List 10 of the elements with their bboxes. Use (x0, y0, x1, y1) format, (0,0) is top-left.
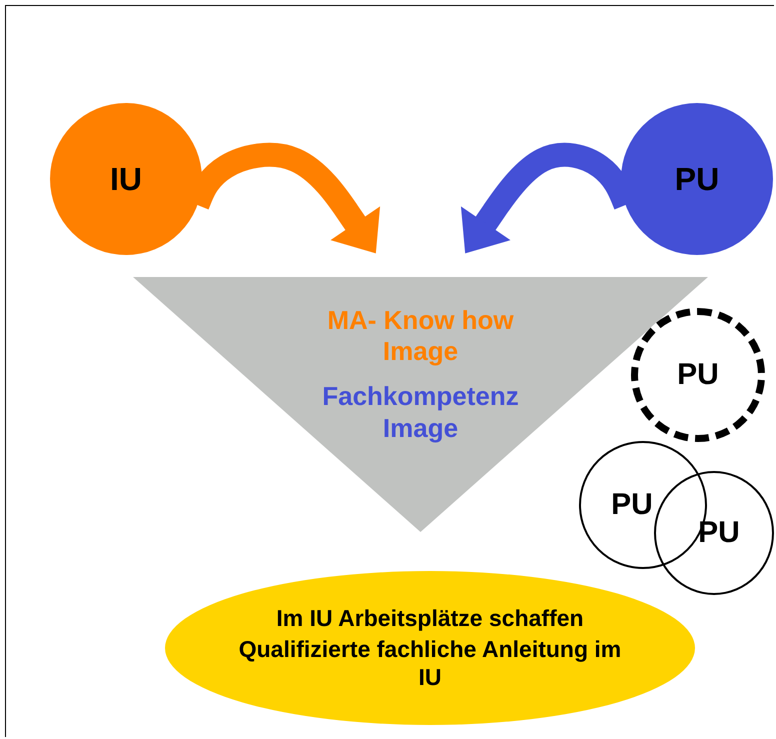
label-text: PU (611, 487, 653, 523)
label-text: PU (677, 357, 719, 393)
label-text: PU (674, 160, 720, 198)
statement-text: Im IU Arbeitsplätze schaffen (275, 604, 585, 632)
label-text: PU (698, 515, 740, 551)
circle (654, 471, 774, 595)
label-text: IU (110, 160, 142, 198)
statement-text: Qualifizierte fachliche Anleitung im IU (238, 636, 622, 692)
heading-text: Fachkompetenz Image (321, 381, 520, 444)
heading-text: MA- Know how Image (326, 305, 515, 368)
